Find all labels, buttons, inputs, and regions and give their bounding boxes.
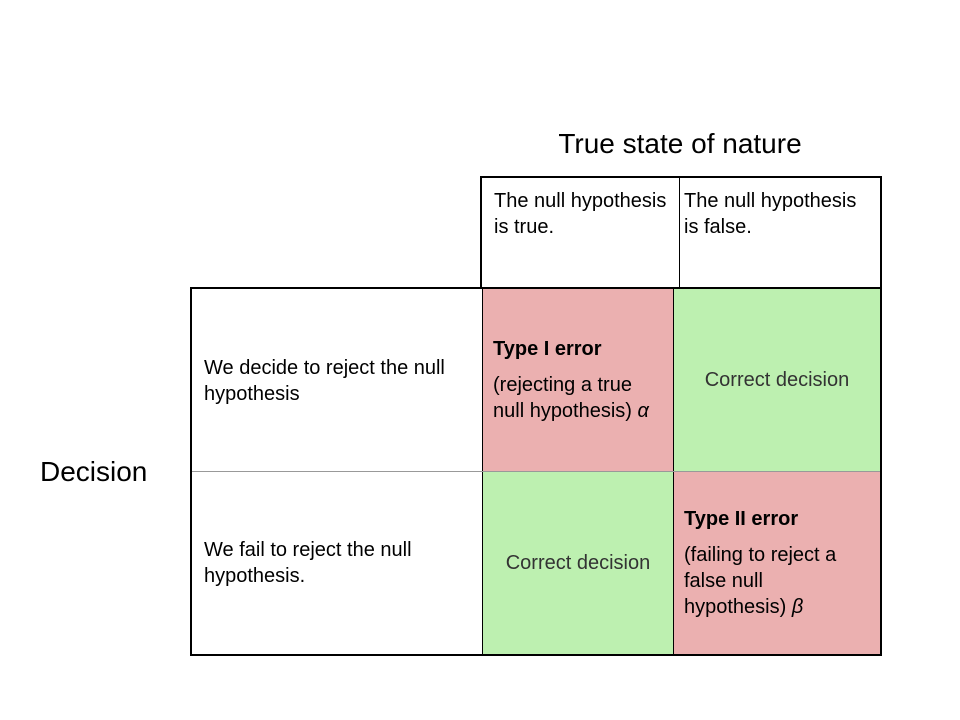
- type-ii-error-title: Type II error: [684, 508, 799, 530]
- row-heading: Decision: [40, 456, 148, 487]
- row-label-reject: We decide to reject the null hypothesis: [192, 289, 482, 472]
- correct-decision-fail-cell: Correct decision: [482, 472, 674, 654]
- type-ii-error-cell: Type II error (failing to reject a false…: [674, 472, 880, 654]
- decision-matrix: We decide to reject the null hypothesis …: [190, 287, 882, 656]
- column-heading: True state of nature: [558, 128, 802, 159]
- beta-symbol: β: [791, 596, 804, 618]
- type-i-error-title: Type I error: [493, 338, 602, 360]
- correct-decision-fail-text: Correct decision: [505, 552, 651, 574]
- row-label-fail-text: We fail to reject the null hypothesis.: [204, 539, 412, 587]
- row-label-fail-to-reject: We fail to reject the null hypothesis.: [192, 472, 482, 654]
- type-ii-error-text: (failing to reject a false null hypothes…: [684, 544, 837, 618]
- type-i-error-cell: Type I error (rejecting a true null hypo…: [482, 289, 674, 471]
- type-i-error-description: (rejecting a true null hypothesis) α: [493, 372, 663, 424]
- row-label-reject-text: We decide to reject the null hypothesis: [204, 356, 445, 405]
- row-divider: [192, 471, 880, 472]
- correct-decision-reject-cell: Correct decision: [674, 289, 880, 471]
- alpha-symbol: α: [637, 400, 649, 422]
- type-i-error-text: (rejecting a true null hypothesis): [493, 374, 632, 422]
- column-header-null-true: The null hypothesis is true.: [480, 176, 680, 288]
- correct-decision-reject-text: Correct decision: [704, 369, 850, 391]
- column-header-null-false: The null hypothesis is false.: [672, 176, 882, 288]
- type-ii-error-description: (failing to reject a false null hypothes…: [684, 542, 870, 620]
